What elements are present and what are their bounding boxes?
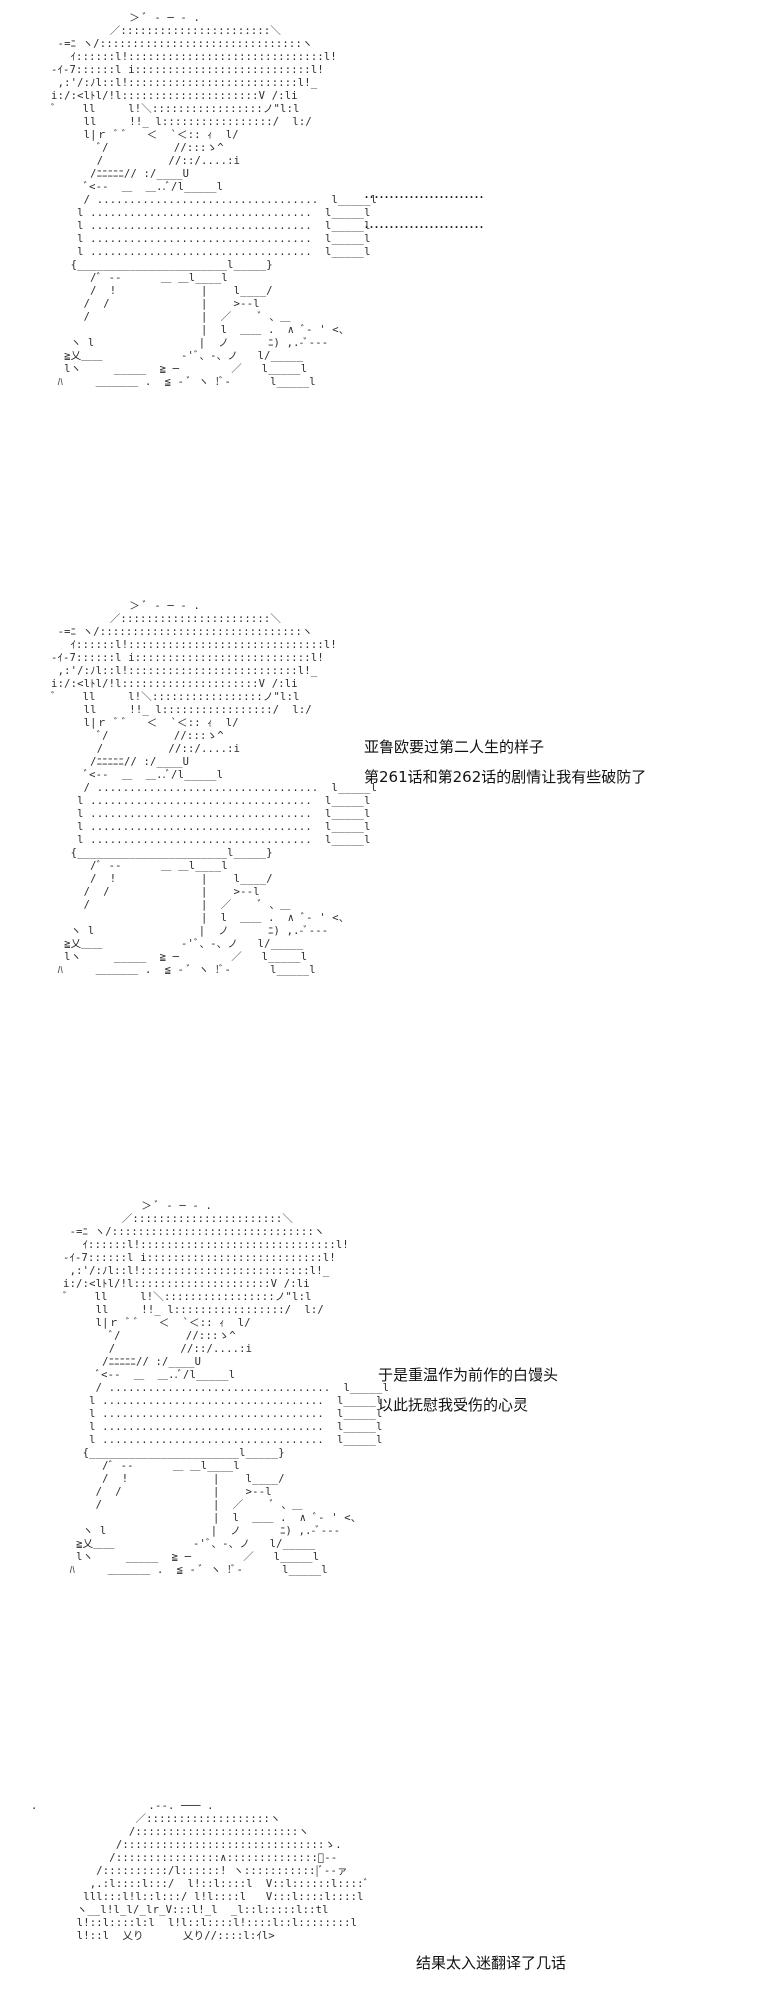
- caption-line: ……………………: [364, 184, 484, 202]
- ascii-art-figure: ＞ ﾞ ‐ ─ ‐ . ／:::::::::::::::::::::::＼ -=…: [51, 600, 378, 976]
- ascii-art-figure: ＞ ﾞ ‐ ─ ‐ . ／:::::::::::::::::::::::＼ -=…: [51, 12, 378, 388]
- panel-4: . .‐-. ─── . ／:::::::::::::::::::ヽ /::::…: [0, 1800, 757, 2000]
- caption-line: 第261话和第262话的剧情让我有些破防了: [364, 768, 647, 786]
- caption-line: 以此抚慰我受伤的心灵: [378, 1396, 529, 1414]
- caption-line: 结果太入迷翻译了几话: [416, 1954, 567, 1972]
- caption-line: ……………………: [364, 214, 484, 232]
- ascii-art-crowd: . .‐-. ─── . ／:::::::::::::::::::ヽ /::::…: [31, 1800, 370, 1942]
- panel-caption: …………………… ……………………: [364, 178, 484, 238]
- panel-2: ＞ ﾞ ‐ ─ ‐ . ／:::::::::::::::::::::::＼ -=…: [0, 600, 757, 1140]
- panel-1: ＞ ﾞ ‐ ─ ‐ . ／:::::::::::::::::::::::＼ -=…: [0, 0, 757, 560]
- caption-line: 亚鲁欧要过第二人生的样子: [364, 738, 545, 756]
- panel-3: ＞ ﾞ ‐ ─ ‐ . ／:::::::::::::::::::::::＼ -=…: [0, 1200, 757, 1740]
- caption-line: 于是重温作为前作的白馒头: [378, 1366, 559, 1384]
- panel-caption: 于是重温作为前作的白馒头 以此抚慰我受伤的心灵: [378, 1360, 558, 1420]
- panel-caption: 结果太入迷翻译了几话: [416, 1948, 566, 1978]
- ascii-art-figure: ＞ ﾞ ‐ ─ ‐ . ／:::::::::::::::::::::::＼ -=…: [63, 1200, 390, 1576]
- panel-caption: 亚鲁欧要过第二人生的样子 第261话和第262话的剧情让我有些破防了: [364, 732, 646, 792]
